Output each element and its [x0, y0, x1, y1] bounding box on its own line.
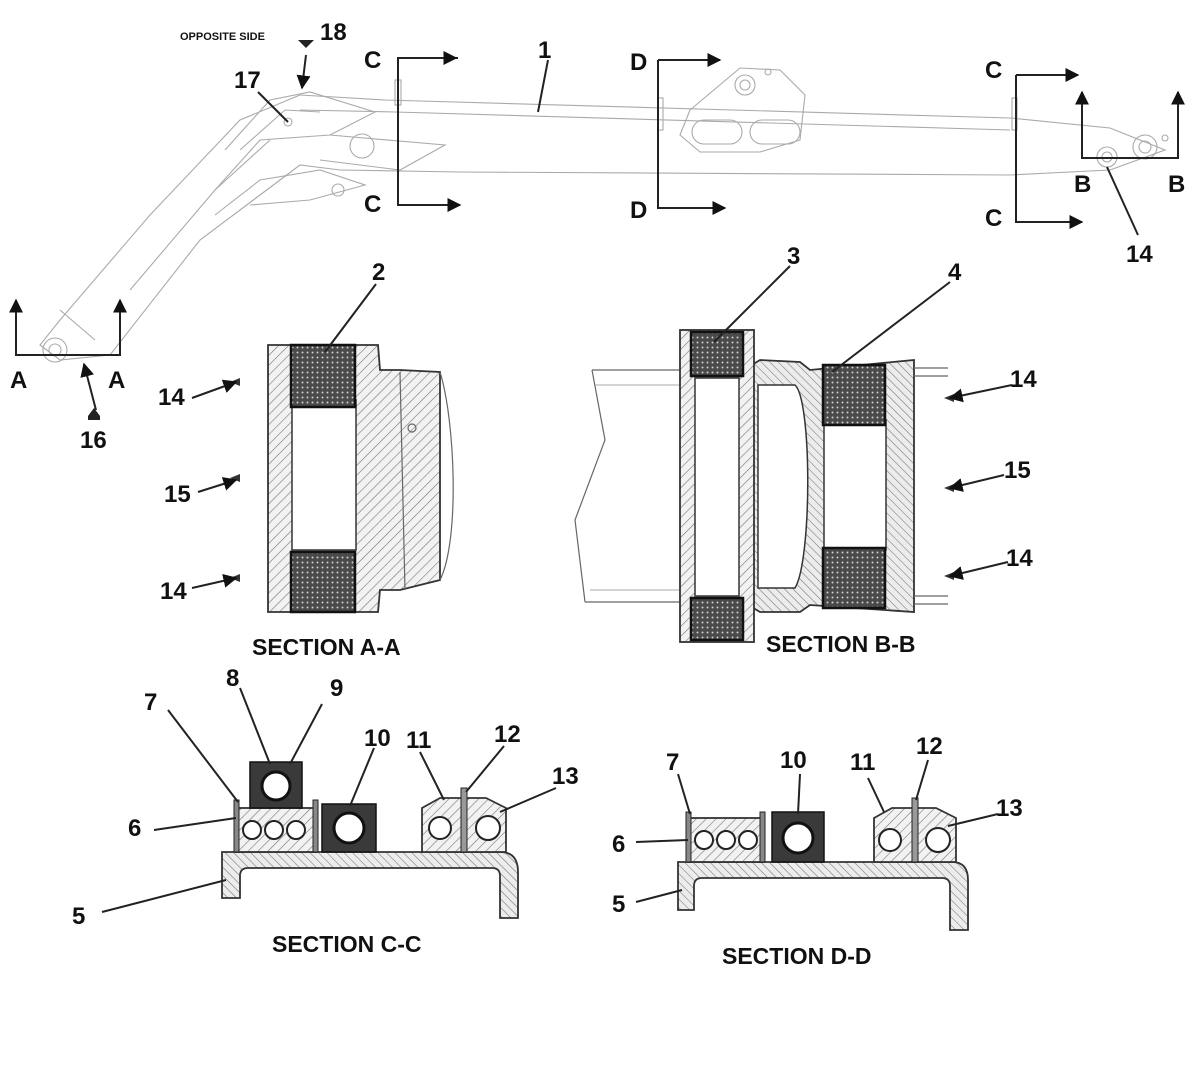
callout-6-dd: 6	[612, 831, 625, 858]
grease-fitting-18-icon	[298, 40, 314, 48]
section-c-c: 7 8 9 10 11 12 13 6 5 SECTION C-C	[72, 665, 579, 957]
marker-d-top: D	[630, 49, 647, 76]
section-a-a-title: SECTION A-A	[252, 634, 401, 660]
callout-9: 9	[330, 675, 343, 702]
callout-14-bb-top: 14	[1010, 366, 1037, 393]
callout-7-dd: 7	[666, 749, 679, 776]
callout-12-dd: 12	[916, 733, 943, 760]
section-b-b: 14 15 14 3 4 SECTION B-B	[574, 243, 1037, 657]
callout-15-bb: 15	[1004, 457, 1031, 484]
callout-18: 18	[320, 19, 347, 46]
marker-a-right: A	[108, 367, 125, 394]
callout-7-cc: 7	[144, 689, 157, 716]
callout-14-aa-top: 14	[158, 384, 185, 411]
leader-1	[537, 59, 549, 113]
leader-17	[257, 91, 289, 123]
callout-15-aa: 15	[164, 481, 191, 508]
leader-18	[296, 54, 311, 90]
section-c-c-title: SECTION C-C	[272, 931, 422, 957]
callout-14-bb-bottom: 14	[1006, 545, 1033, 572]
callout-5-cc: 5	[72, 903, 85, 930]
callout-10-dd: 10	[780, 747, 807, 774]
callout-13-cc: 13	[552, 763, 579, 790]
callout-8: 8	[226, 665, 239, 692]
callout-11-dd: 11	[850, 749, 875, 776]
leader-14-top	[1106, 166, 1139, 236]
marker-c-top-left: C	[364, 47, 381, 74]
marker-a-left: A	[10, 367, 27, 394]
callout-14-aa-bottom: 14	[160, 578, 187, 605]
leader-16	[80, 362, 97, 411]
section-b-b-title: SECTION B-B	[766, 631, 916, 657]
marker-d-bottom: D	[630, 197, 647, 224]
grease-fitting-16-icon	[88, 408, 100, 420]
callout-6-cc: 6	[128, 815, 141, 842]
callout-12-cc: 12	[494, 721, 521, 748]
callout-17: 17	[234, 67, 261, 94]
callout-13-dd: 13	[996, 795, 1023, 822]
marker-c-bottom-right: C	[985, 205, 1002, 232]
callout-10-cc: 10	[364, 725, 391, 752]
section-d-d-title: SECTION D-D	[722, 943, 872, 969]
marker-b-left: B	[1074, 171, 1091, 198]
marker-b-right: B	[1168, 171, 1185, 198]
callout-16: 16	[80, 427, 107, 454]
callout-14-top: 14	[1126, 241, 1153, 268]
section-d-d: 7 10 11 12 13 6 5 SECTION D-D	[612, 733, 1023, 969]
section-a-a: 14 15 14 2 SECTION A-A	[158, 259, 454, 660]
marker-c-bottom-left: C	[364, 191, 381, 218]
callout-5-dd: 5	[612, 891, 625, 918]
callout-4: 4	[948, 259, 962, 286]
boom-overview: OPPOSITE SIDE 18 17 1 C C D D C C B B 14…	[9, 19, 1185, 454]
callout-3: 3	[787, 243, 800, 270]
callout-2: 2	[372, 259, 385, 286]
opposite-side-note: OPPOSITE SIDE	[180, 31, 265, 43]
marker-c-top-right: C	[985, 57, 1002, 84]
callout-1: 1	[538, 37, 551, 64]
callout-11-cc: 11	[406, 727, 431, 754]
